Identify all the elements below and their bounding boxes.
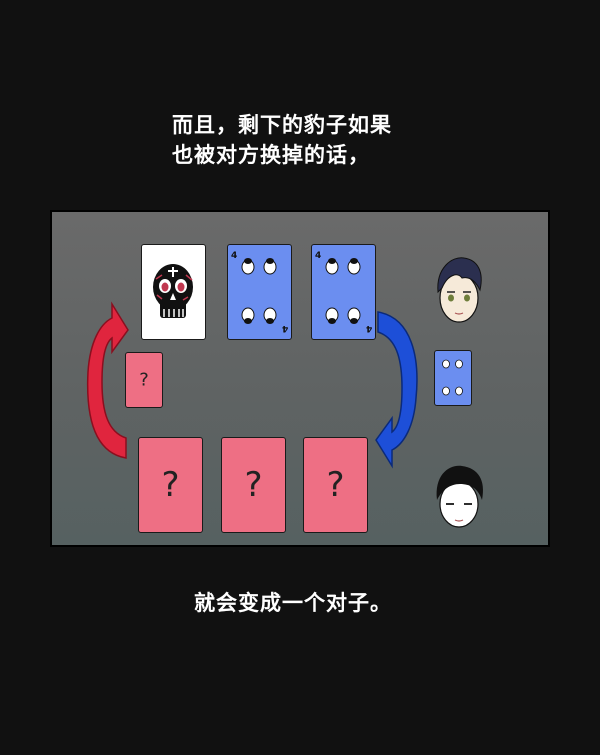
question-mark: ? <box>139 369 149 391</box>
player-avatar-bottom-icon <box>436 465 484 528</box>
card-rank: 4 <box>315 251 322 261</box>
question-mark: ? <box>326 465 345 505</box>
blue-four-card-2: 4 4 <box>311 244 376 340</box>
skull-icon <box>153 264 193 318</box>
skull-card <box>141 244 206 340</box>
card-board-panel: 4 4 4 4 ? <box>50 210 550 547</box>
caption-top: 而且，剩下的豹子如果 也被对方换掉的话， <box>172 110 392 170</box>
unknown-card-1: ? <box>138 437 203 533</box>
penguin-pips-icon <box>442 359 463 396</box>
red-arrow-icon <box>86 301 129 459</box>
player-avatar-top-icon <box>437 257 482 323</box>
blue-four-card-1: 4 4 <box>227 244 292 340</box>
card-rank: 4 <box>231 251 238 261</box>
caption-top-line-1: 而且，剩下的豹子如果 <box>172 113 392 137</box>
card-rank: 4 <box>281 323 288 333</box>
card-rank: 4 <box>365 323 372 333</box>
penguin-pips-icon <box>325 258 361 324</box>
question-mark: ? <box>161 465 180 505</box>
unknown-card-2: ? <box>221 437 286 533</box>
blue-arrow-icon <box>375 311 418 469</box>
small-unknown-card: ? <box>125 352 163 408</box>
caption-bottom: 就会变成一个对子。 <box>194 591 392 615</box>
question-mark: ? <box>244 465 263 505</box>
small-blue-card <box>434 350 472 406</box>
penguin-pips-icon <box>241 258 277 324</box>
unknown-card-3: ? <box>303 437 368 533</box>
caption-top-line-2: 也被对方换掉的话， <box>172 143 370 167</box>
